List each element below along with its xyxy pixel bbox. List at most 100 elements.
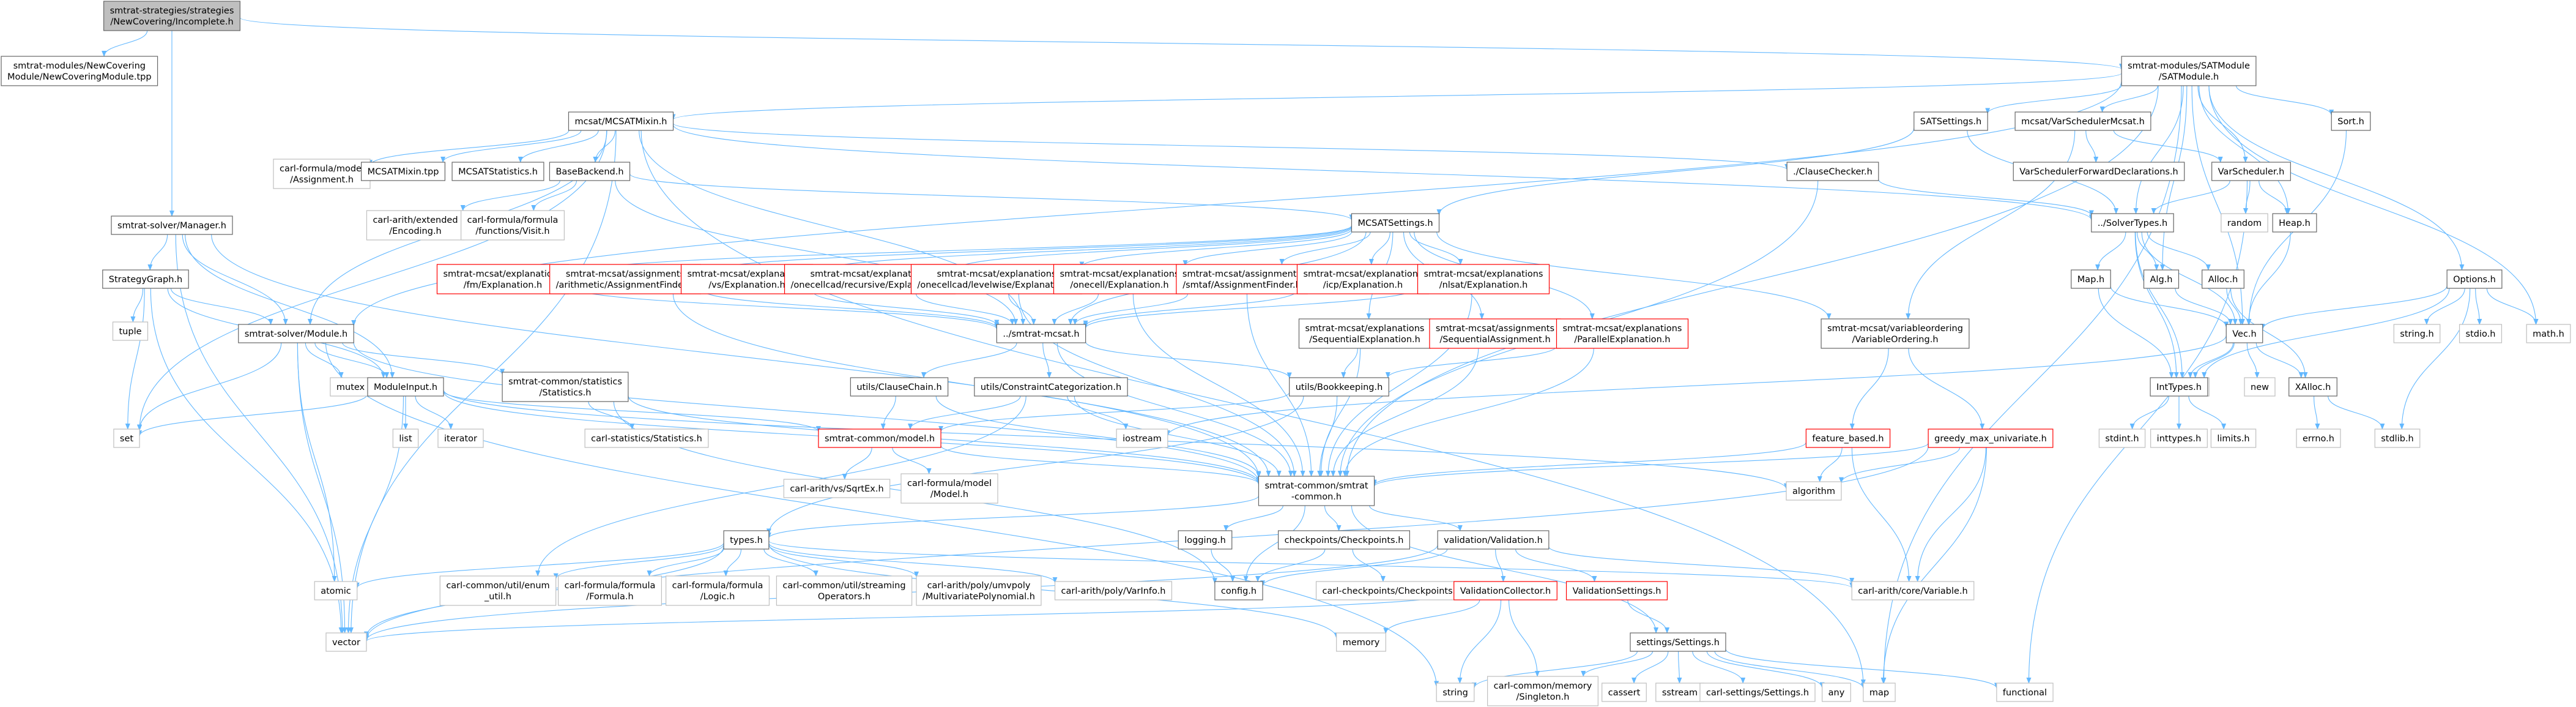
node-ccat[interactable]: utils/ConstraintCategorization.h	[974, 377, 1128, 397]
node-iostream[interactable]: iostream	[1116, 428, 1168, 448]
node-label: /SequentialExplanation.h	[1309, 335, 1420, 345]
node-model[interactable]: smtrat-common/model.h	[818, 428, 941, 448]
node-mutex[interactable]: mutex	[330, 377, 371, 397]
node-mcsatset[interactable]: MCSATSettings.h	[1351, 213, 1440, 233]
node-mcstat[interactable]: MCSATStatistics.h	[451, 162, 544, 181]
node-stdio[interactable]: stdio.h	[2459, 324, 2503, 343]
node-alloc[interactable]: Alloc.h	[2202, 269, 2244, 289]
node-heap[interactable]: Heap.h	[2272, 213, 2317, 233]
node-modinput[interactable]: ModuleInput.h	[367, 377, 444, 397]
node-ocexp[interactable]: smtrat-mcsat/explanations/onecell/Explan…	[1053, 264, 1186, 294]
node-options[interactable]: Options.h	[2446, 269, 2503, 289]
node-inttypes[interactable]: IntTypes.h	[2150, 377, 2208, 397]
node-cfmodel2[interactable]: carl-formula/model/Model.h	[900, 473, 998, 504]
node-inttypesh[interactable]: inttypes.h	[2150, 428, 2208, 448]
edge-types-to-memory	[768, 544, 1339, 639]
node-new[interactable]: new	[2244, 377, 2276, 397]
node-memory[interactable]: memory	[1336, 632, 1386, 652]
node-varinfo[interactable]: carl-arith/poly/VarInfo.h	[1054, 581, 1173, 600]
node-cflogic[interactable]: carl-formula/formula/Logic.h	[666, 575, 770, 606]
node-stdlib[interactable]: stdlib.h	[2374, 428, 2421, 448]
node-caext[interactable]: carl-arith/extended/Encoding.h	[366, 210, 465, 241]
node-varord[interactable]: smtrat-mcsat/variableordering/VariableOr…	[1821, 318, 1970, 349]
node-random[interactable]: random	[2221, 213, 2268, 233]
node-alg[interactable]: Alg.h	[2143, 269, 2180, 289]
node-multipoly[interactable]: carl-arith/poly/umvpoly/MultivariatePoly…	[916, 575, 1042, 606]
node-satset[interactable]: SATSettings.h	[1913, 111, 1988, 131]
node-stringh[interactable]: string	[1436, 683, 1475, 702]
node-sat[interactable]: smtrat-modules/SATModule/SATModule.h	[2121, 56, 2257, 86]
node-solvtypes[interactable]: ../SolverTypes.h	[2091, 213, 2174, 233]
node-map[interactable]: Map.h	[2071, 269, 2111, 289]
node-checkpoints[interactable]: checkpoints/Checkpoints.h	[1277, 530, 1411, 550]
node-sort[interactable]: Sort.h	[2331, 111, 2371, 131]
node-sstream[interactable]: sstream	[1655, 683, 1704, 702]
node-vector[interactable]: vector	[325, 632, 367, 652]
node-ncm[interactable]: smtrat-modules/NewCoveringModule/NewCove…	[1, 56, 158, 86]
node-common[interactable]: smtrat-common/smtrat-common.h	[1258, 476, 1375, 506]
node-tuple[interactable]: tuple	[112, 321, 149, 341]
node-smtaf[interactable]: smtrat-mcsat/assignments/smtaf/Assignmen…	[1176, 264, 1308, 294]
node-arith[interactable]: smtrat-mcsat/assignments/arithmetic/Assi…	[549, 264, 701, 294]
node-cfvisit[interactable]: carl-formula/formula/functions/Visit.h	[461, 210, 565, 241]
node-math[interactable]: math.h	[2526, 324, 2571, 343]
node-sqrtex[interactable]: carl-arith/vs/SqrtEx.h	[783, 479, 891, 498]
node-root[interactable]: smtrat-strategies/strategies/NewCovering…	[103, 1, 241, 31]
node-cassert[interactable]: cassert	[1602, 683, 1647, 702]
node-config[interactable]: config.h	[1214, 581, 1263, 600]
node-vsfd[interactable]: VarSchedulerForwardDeclarations.h	[2013, 162, 2185, 181]
node-cvar[interactable]: carl-arith/core/Variable.h	[1851, 581, 1975, 600]
node-seqas[interactable]: smtrat-mcsat/assignments/SequentialAssig…	[1429, 318, 1561, 349]
node-cfmodel[interactable]: carl-formula/model/Assignment.h	[273, 159, 371, 189]
node-stats[interactable]: smtrat-common/statistics/Statistics.h	[502, 372, 629, 402]
node-fmexp[interactable]: smtrat-mcsat/explanations/fm/Explanation…	[436, 264, 570, 294]
node-icp[interactable]: smtrat-mcsat/explanations/icp/Explanatio…	[1296, 264, 1430, 294]
node-ocrec[interactable]: smtrat-mcsat/explanations/onecellcad/rec…	[784, 264, 956, 294]
node-stratg[interactable]: StrategyGraph.h	[102, 269, 189, 289]
node-bookkeep[interactable]: utils/Bookkeeping.h	[1289, 377, 1389, 397]
node-validation[interactable]: validation/Validation.h	[1437, 530, 1550, 550]
node-list[interactable]: list	[392, 428, 419, 448]
node-clausechain[interactable]: utils/ClauseChain.h	[850, 377, 949, 397]
node-bb[interactable]: BaseBackend.h	[549, 162, 631, 181]
node-vset[interactable]: ValidationSettings.h	[1565, 581, 1668, 600]
node-settings[interactable]: settings/Settings.h	[1630, 632, 1726, 652]
node-any[interactable]: any	[1822, 683, 1851, 702]
node-vsched[interactable]: VarScheduler.h	[2211, 162, 2291, 181]
node-feature[interactable]: feature_based.h	[1805, 428, 1891, 448]
node-errno[interactable]: errno.h	[2296, 428, 2341, 448]
node-set[interactable]: set	[113, 428, 140, 448]
node-ccheck[interactable]: carl-checkpoints/Checkpoints.h	[1315, 581, 1468, 600]
node-limits[interactable]: limits.h	[2210, 428, 2257, 448]
node-atomic[interactable]: atomic	[314, 581, 358, 600]
node-cstats[interactable]: carl-statistics/Statistics.h	[584, 428, 709, 448]
node-parexp[interactable]: smtrat-mcsat/explanations/ParallelExplan…	[1556, 318, 1689, 349]
node-mgr[interactable]: smtrat-solver/Manager.h	[111, 215, 233, 235]
node-seqexp[interactable]: smtrat-mcsat/explanations/SequentialExpl…	[1298, 318, 1431, 349]
node-singleton[interactable]: carl-common/memory/Singleton.h	[1487, 676, 1598, 706]
node-algorithm[interactable]: algorithm	[1786, 481, 1842, 501]
node-cfformula[interactable]: carl-formula/formula/Formula.h	[558, 575, 662, 606]
node-xalloc[interactable]: XAlloc.h	[2288, 377, 2337, 397]
node-greedy[interactable]: greedy_max_univariate.h	[1928, 428, 2054, 448]
node-logging[interactable]: logging.h	[1178, 530, 1233, 550]
node-vcoll[interactable]: ValidationCollector.h	[1453, 581, 1557, 600]
node-types[interactable]: types.h	[723, 530, 770, 550]
node-smod[interactable]: smtrat-solver/Module.h	[238, 324, 354, 343]
node-iterator[interactable]: iterator	[437, 428, 484, 448]
node-stdint[interactable]: stdint.h	[2098, 428, 2146, 448]
node-nlsat[interactable]: smtrat-mcsat/explanations/nlsat/Explanat…	[1417, 264, 1550, 294]
node-cc[interactable]: ./ClauseChecker.h	[1786, 162, 1879, 181]
node-functional[interactable]: functional	[1996, 683, 2054, 702]
node-mapstd[interactable]: map	[1863, 683, 1896, 702]
node-mcsat2[interactable]: ../smtrat-mcsat.h	[996, 324, 1086, 343]
node-csettings[interactable]: carl-settings/Settings.h	[1699, 683, 1816, 702]
edge-nlsat-to-mcsat2	[1083, 287, 1419, 329]
node-mcsat[interactable]: mcsat/MCSATMixin.h	[568, 111, 674, 131]
node-mixtpp[interactable]: MCSATMixin.tpp	[360, 162, 446, 181]
node-enumutil[interactable]: carl-common/util/enum_util.h	[439, 575, 557, 606]
node-string[interactable]: string.h	[2393, 324, 2441, 343]
node-vsm[interactable]: mcsat/VarSchedulerMcsat.h	[2014, 111, 2151, 131]
node-vec[interactable]: Vec.h	[2225, 324, 2263, 343]
